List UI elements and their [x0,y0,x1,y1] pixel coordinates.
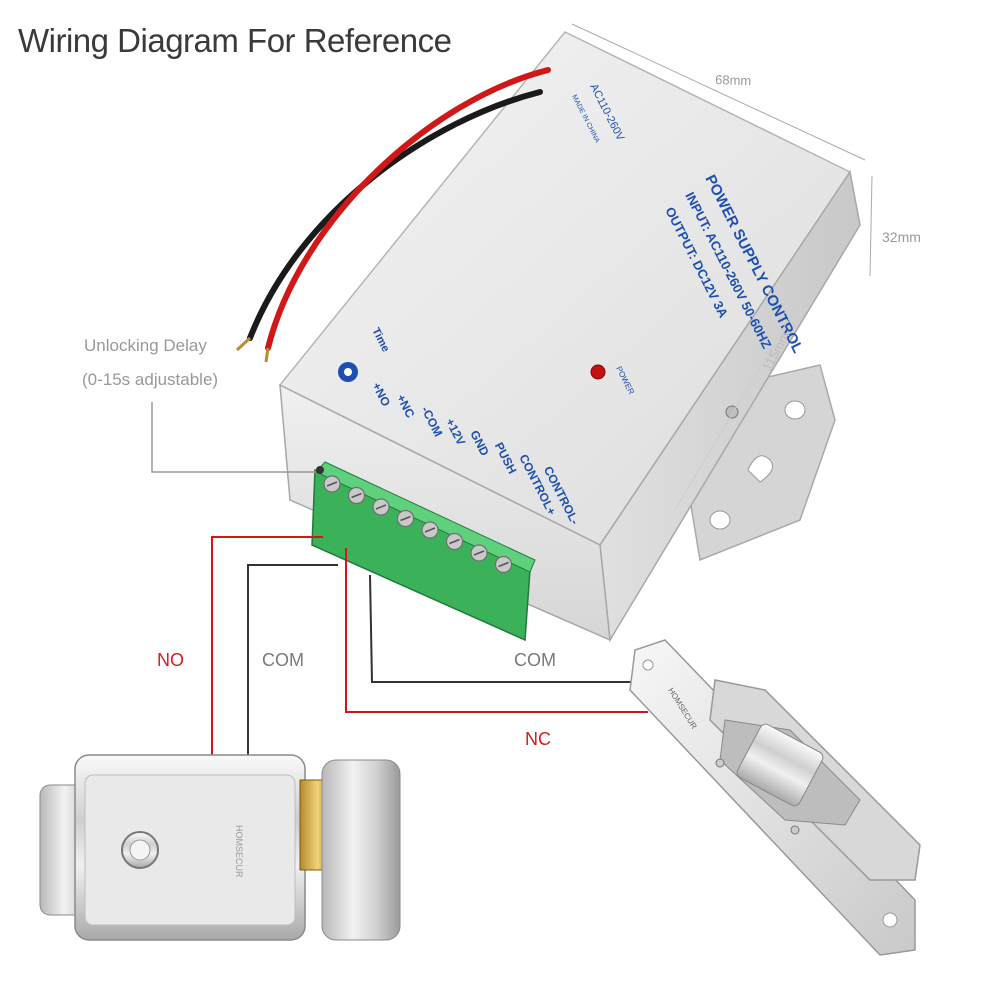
dim-line-height [869,175,873,277]
terminal-screw-slot [375,504,387,510]
electric-strike: HOMSECUR [629,639,921,956]
strike-screw-hole-top [642,659,654,671]
page-title: Wiring Diagram For Reference [18,22,452,59]
dimension-height-label: 32mm [882,229,921,245]
wire-label-nc: NC [525,729,551,749]
strike-screw-left [715,758,725,768]
wire-label-no: NO [157,650,184,670]
bracket-keyhole [747,455,773,483]
ac-wire-red-tip [264,347,270,363]
ac-input-wires [235,67,551,363]
wire-label-com-right: COM [514,650,556,670]
power-led-icon [590,364,606,380]
rim-lock-button-inner [129,839,151,861]
bracket-hole-bottom [709,510,731,530]
wire-nc [345,548,648,713]
rim-lock-brand: HOMSECUR [234,825,244,878]
terminal-screw-slot [473,550,485,556]
ac-wire-red [265,67,551,351]
wire-com-right [369,574,640,683]
terminal-screw-slot [326,481,338,487]
terminal-screw-slot [449,538,460,545]
delay-annotation-line2: (0-15s adjustable) [82,370,218,389]
wire-label-com-left: COM [262,650,304,670]
delay-adjust-hole [316,466,324,474]
ac-wire-black-tip [235,336,252,352]
dim-line-width [571,23,866,161]
wiring [211,536,648,755]
rim-lock-keeper [321,759,401,941]
terminal-screw-slot [351,492,362,499]
bracket-hole-top [784,400,806,420]
rim-lock: HOMSECUR [39,754,401,941]
dimension-width-label: 68mm [715,72,752,88]
power-supply-unit: POWER SUPPLY CONTROL INPUT: AC110-260V 5… [278,31,861,643]
terminal-screw-slot [400,515,411,522]
dim-line-length [674,299,801,511]
wire-no [211,536,323,755]
terminal-screw-slot [498,561,509,568]
rim-lock-face [84,774,296,926]
terminal-screw-slot [424,527,436,533]
time-knob-center [344,368,352,376]
terminal-screws [323,475,513,574]
delay-annotation-line1: Unlocking Delay [84,336,207,355]
wire-com-left [247,564,338,755]
dimension-lines [571,23,873,511]
strike-latch [736,723,824,807]
strike-screw-right [790,825,800,835]
delay-callout-line [151,402,316,473]
strike-screw-hole-bottom [882,912,898,928]
